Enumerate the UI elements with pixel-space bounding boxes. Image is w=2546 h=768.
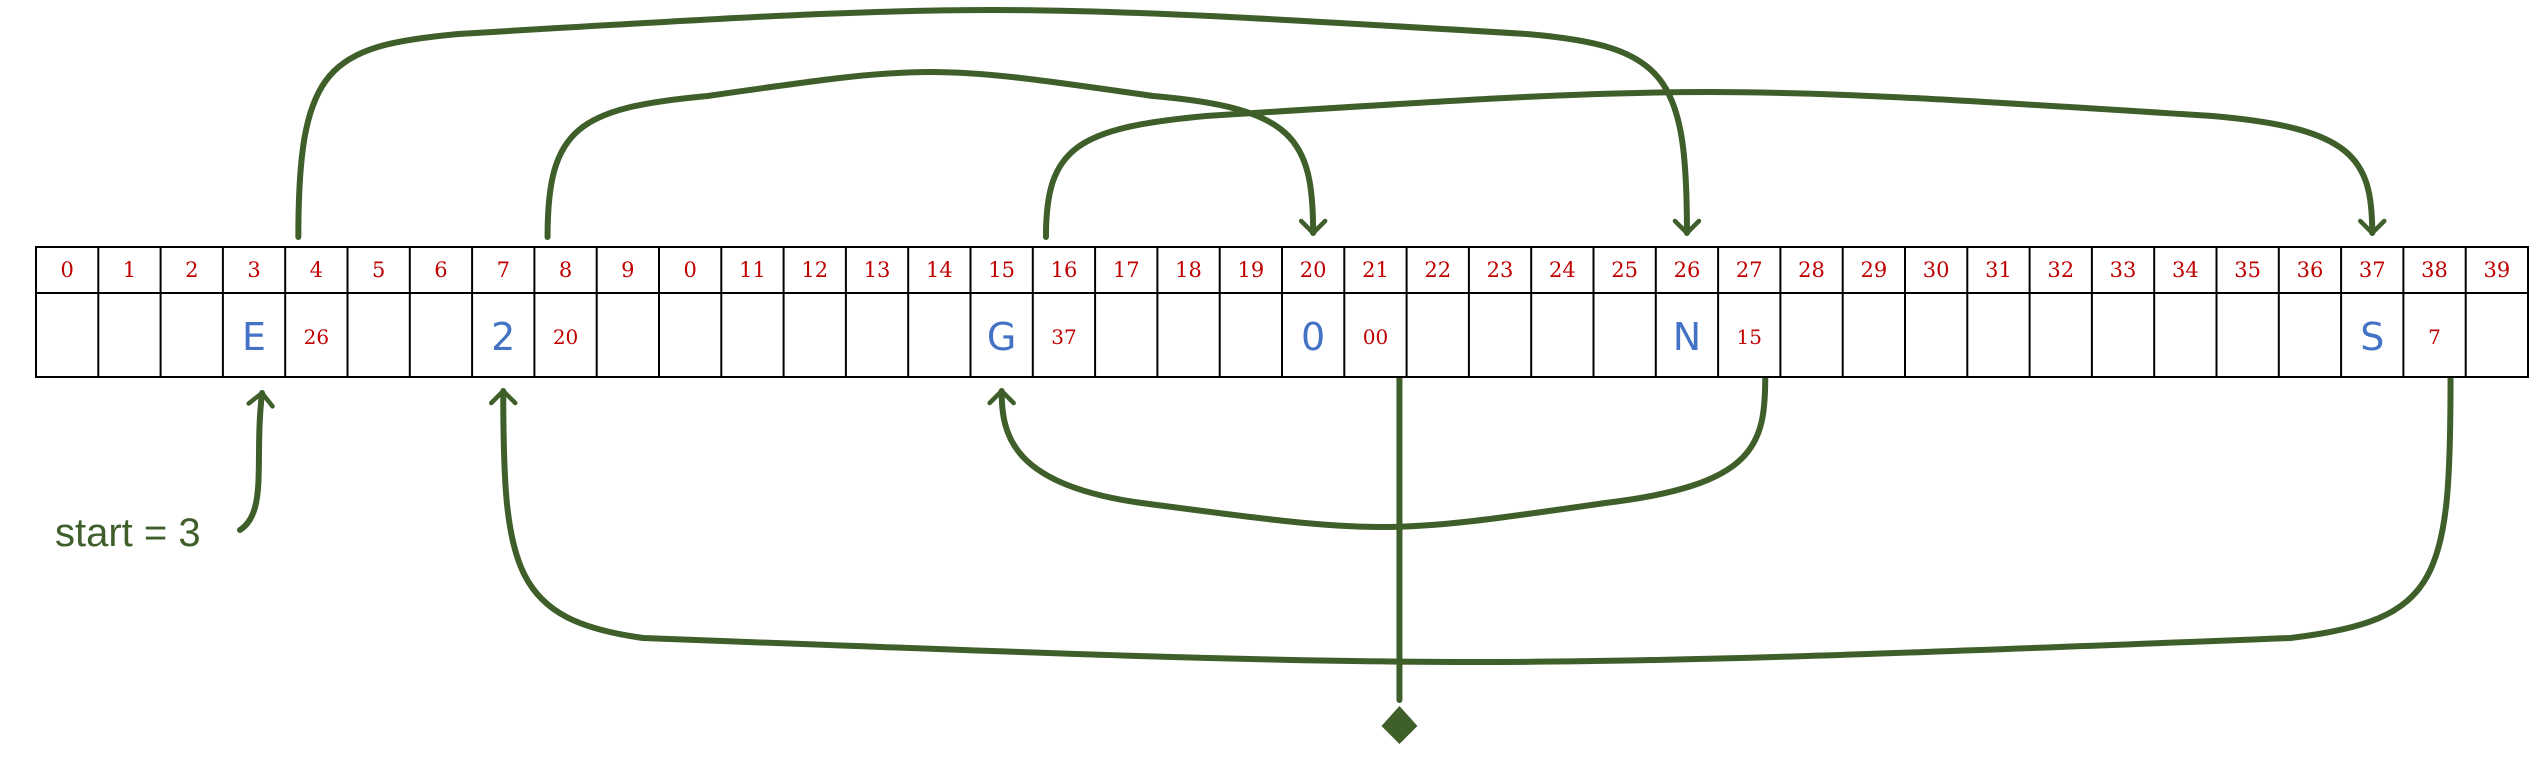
memory-grid xyxy=(35,246,2529,378)
cell-index-label: 35 xyxy=(2234,258,2261,282)
cell-index-label: 1 xyxy=(123,258,136,282)
cell-index-label: 6 xyxy=(434,258,447,282)
cell-index-label: 2 xyxy=(185,258,198,282)
cell-index-label: 3 xyxy=(247,258,260,282)
cell-pointer-value: 26 xyxy=(304,325,329,349)
cell-pointer-value: 15 xyxy=(1737,325,1762,349)
cell-index-label: 7 xyxy=(497,258,510,282)
cell-index-label: 12 xyxy=(801,258,828,282)
pointer-arrows xyxy=(237,7,2454,744)
cell-index-label: 11 xyxy=(739,258,766,282)
cell-index-label: 25 xyxy=(1611,258,1638,282)
cell-index-label: 28 xyxy=(1798,258,1825,282)
cell-index-label: 36 xyxy=(2297,258,2324,282)
cell-letter: E xyxy=(242,315,266,359)
cell-index-label: 8 xyxy=(559,258,572,282)
pointer-arrow xyxy=(1042,89,2387,240)
cell-index-label: 27 xyxy=(1736,258,1763,282)
null-terminator-diamond xyxy=(1381,706,1418,744)
cell-letter: 2 xyxy=(491,315,515,359)
cell-index-label: 16 xyxy=(1051,258,1078,282)
cell-index-label: 33 xyxy=(2110,258,2137,282)
cell-letter: N xyxy=(1673,315,1701,359)
cell-pointer-value: 00 xyxy=(1363,325,1388,349)
cell-letter: 0 xyxy=(1301,315,1325,359)
cell-index-label: 14 xyxy=(926,258,953,282)
cell-index-label: 37 xyxy=(2359,258,2386,282)
cell-pointer-value: 37 xyxy=(1051,325,1076,349)
cell-index-label: 15 xyxy=(988,258,1015,282)
cell-index-label: 19 xyxy=(1237,258,1264,282)
cell-letter: S xyxy=(2360,315,2384,359)
cell-index-label: 13 xyxy=(864,258,891,282)
cell-letter: G xyxy=(987,315,1016,359)
cell-index-label: 31 xyxy=(1985,258,2012,282)
cell-index-label: 21 xyxy=(1362,258,1389,282)
pointer-arrow xyxy=(295,7,1702,240)
cell-index-label: 0 xyxy=(60,258,73,282)
pointer-arrow xyxy=(987,374,1769,530)
cell-index-label: 23 xyxy=(1487,258,1514,282)
cell-index-label: 26 xyxy=(1674,258,1701,282)
cell-index-label: 29 xyxy=(1860,258,1887,282)
cell-index-label: 20 xyxy=(1300,258,1327,282)
cell-index-label: 0 xyxy=(683,258,696,282)
cell-index-label: 18 xyxy=(1175,258,1202,282)
pointer-arrow xyxy=(237,390,275,533)
cell-index-label: 24 xyxy=(1549,258,1576,282)
cell-index-label: 22 xyxy=(1424,258,1451,282)
pointer-arrow xyxy=(489,374,2454,665)
cell-index-label: 4 xyxy=(310,258,323,282)
cell-index-label: 17 xyxy=(1113,258,1140,282)
cell-index-label: 38 xyxy=(2421,258,2448,282)
cell-index-label: 5 xyxy=(372,258,385,282)
cell-index-label: 39 xyxy=(2483,258,2510,282)
cell-index-label: 34 xyxy=(2172,258,2199,282)
cell-index-label: 32 xyxy=(2047,258,2074,282)
cell-index-label: 30 xyxy=(1923,258,1950,282)
cell-pointer-value: 7 xyxy=(2428,325,2441,349)
cell-pointer-value: 20 xyxy=(553,325,578,349)
cell-index-label: 9 xyxy=(621,258,634,282)
pointer-arrow xyxy=(544,69,1328,240)
start-label: start = 3 xyxy=(55,511,201,555)
